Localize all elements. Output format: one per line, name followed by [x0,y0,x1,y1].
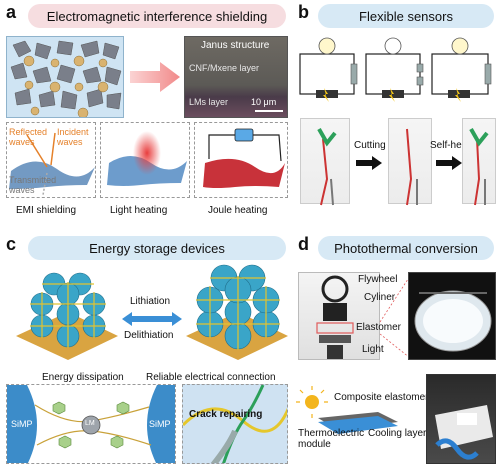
sem-cross-section-image: Janus structure CNF/Mxene layer LMs laye… [184,36,288,118]
elastomer-closeup-photo [408,272,496,360]
silicon-cube-left [16,272,118,360]
thermoelectric-photo [426,374,496,464]
panel-b-title: Flexible sensors [359,8,453,24]
elastomer-label: Elastomer [356,322,402,333]
scale-bar [255,110,283,112]
arrow-right-icon [130,62,180,92]
joule-heating-box [194,122,288,198]
panel-c: c Energy storage devices Lithiation Deli… [0,232,292,468]
crack-repairing-box: Crack repairing [182,384,288,464]
sem-top-layer-label: CNF/Mxene layer [189,63,260,73]
reflected-waves-label: Reflected waves [9,127,48,147]
sem-title: Janus structure [201,40,270,51]
composite-elastomer-label: Composite elastomer [334,392,429,403]
circuit-diagrams [299,37,492,102]
panel-b: b Flexible sensors Cutting Self-heale [294,0,500,232]
panel-b-letter: b [298,2,309,22]
panel-c-header: Energy storage devices [28,236,286,260]
panel-a-letter: a [6,2,17,22]
arrow-double-icon [122,312,182,326]
lithiation-label: Lithiation [130,296,171,307]
panel-a: a Electromagnetic interference shielding [0,0,292,232]
sensor-photo-1 [300,118,350,206]
light-heating-box [100,122,190,198]
panel-d-letter: d [298,234,309,254]
crack-repairing-label: Crack repairing [189,409,263,420]
cooling-layer-label: Cooling layer [368,428,427,439]
simp-right-label: SiMP [149,419,171,429]
engine-photo [298,272,380,360]
caption-joule-heating: Joule heating [208,205,268,216]
callout-lines [379,275,411,359]
sem-bottom-layer-label: LMs layer [189,97,229,107]
panel-c-title: Energy storage devices [89,240,225,256]
flywheel-label: Flywheel [358,274,398,285]
reliable-connection-label: Reliable electrical connection [146,372,276,383]
panel-c-letter: c [6,234,17,254]
thermoelectric-module-label: Thermoelectric module [298,428,365,450]
simp-left-label: SiMP [11,419,33,429]
emi-shielding-box: Reflected waves Incident waves Transmitt… [6,122,96,198]
panel-d-header: Photothermal conversion [318,236,494,260]
silicon-cube-right [186,264,288,360]
sensor-photo-2 [388,118,432,206]
incident-waves-label: Incident waves [57,127,89,147]
self-healed-label: Self-healed [430,140,481,151]
panel-d-title: Photothermal conversion [334,240,478,256]
energy-dissipation-box: SiMP SiMP LM [6,384,176,464]
light-label: Light [362,344,384,355]
thermoelectric-schematic [296,386,398,434]
panel-d: d Photothermal conversion Flywheel Cylin… [294,232,500,468]
caption-emi-shielding: EMI shielding [16,205,77,216]
panel-b-header: Flexible sensors [318,4,494,28]
cyliner-label: Cyliner [364,292,396,303]
transmitted-waves-label: Transmitted waves [9,175,57,195]
panel-a-header: Electromagnetic interference shielding [28,4,286,28]
sem-scale-label: 10 μm [251,97,277,107]
panel-a-title: Electromagnetic interference shielding [46,8,268,24]
sensor-photo-3 [462,118,496,206]
lm-label: LM [85,420,95,427]
delithiation-label: Delithiation [124,330,174,341]
arrow-right-icon [356,156,382,170]
cutting-label: Cutting [354,140,386,151]
arrow-right-icon [436,156,462,170]
energy-dissipation-label: Energy dissipation [42,372,124,383]
caption-light-heating: Light heating [110,205,168,216]
composite-structure-illustration [6,36,124,118]
